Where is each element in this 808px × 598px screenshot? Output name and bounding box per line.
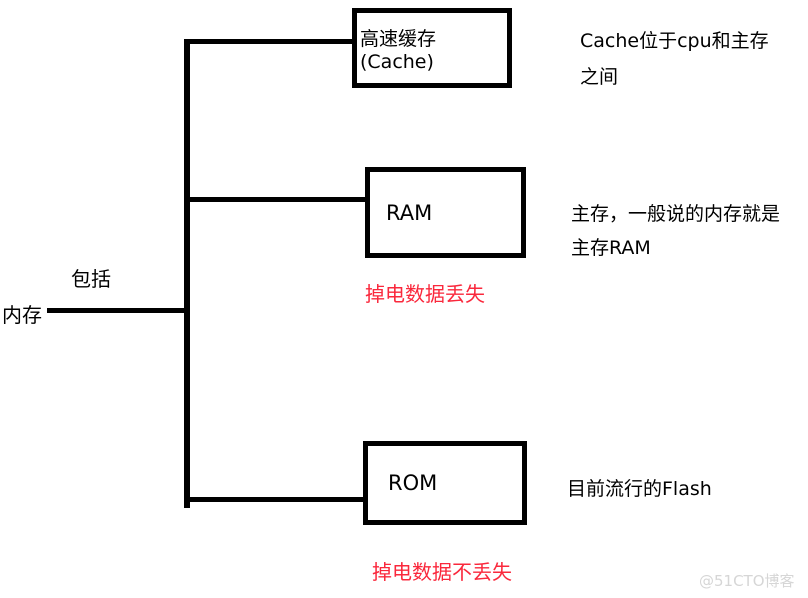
node-box-ram: RAM — [365, 167, 526, 258]
annotation-cache-line1: Cache位于cpu和主存 — [580, 30, 769, 52]
branch-line-ram — [186, 197, 367, 202]
node-box-cache: 高速缓存(Cache) — [352, 8, 512, 88]
annotation-ram-line1: 主存，一般说的内存就是 — [571, 203, 781, 225]
node-box-rom: ROM — [363, 441, 527, 525]
branch-line-rom — [186, 497, 365, 502]
note-ram: 掉电数据丢失 — [365, 282, 485, 306]
root-label: 内存 — [2, 303, 42, 327]
watermark: @51CTO博客 — [699, 572, 795, 590]
annotation-ram-line2: 主存RAM — [571, 237, 651, 259]
annotation-rom: 目前流行的Flash — [567, 478, 712, 500]
annotation-cache-line2: 之间 — [580, 66, 619, 88]
note-rom: 掉电数据不丢失 — [372, 560, 512, 584]
branch-label: 包括 — [71, 267, 111, 291]
annotation-cache: Cache位于cpu和主存 之间 — [580, 23, 769, 95]
node-label-ram: RAM — [386, 200, 433, 225]
trunk-line — [184, 39, 190, 508]
root-connector-line — [47, 308, 186, 313]
branch-line-cache — [186, 39, 354, 44]
node-label-cache: 高速缓存(Cache) — [360, 27, 437, 73]
annotation-ram: 主存，一般说的内存就是 主存RAM — [571, 197, 780, 265]
node-label-rom: ROM — [388, 471, 438, 495]
